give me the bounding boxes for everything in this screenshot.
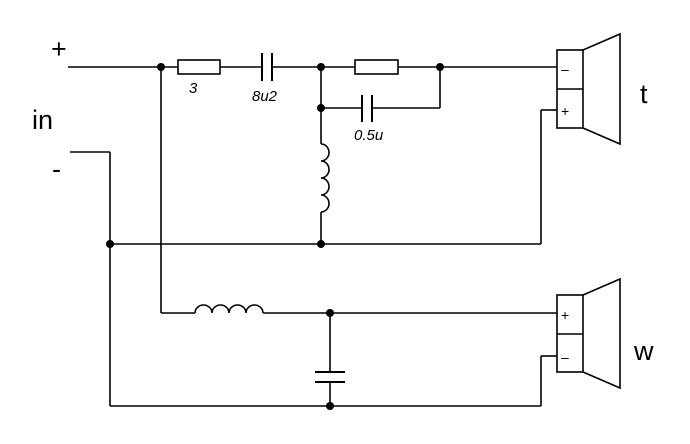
parallel-resistor xyxy=(354,59,399,75)
junction-dot xyxy=(326,309,334,317)
woofer-speaker: + – xyxy=(556,277,621,390)
wiring xyxy=(68,66,557,407)
parallel-capacitor-value: 0.5u xyxy=(354,127,384,144)
junction-dot xyxy=(317,63,325,71)
series-capacitor xyxy=(261,53,273,81)
junction-dot xyxy=(317,240,325,248)
series-resistor-value: 3 xyxy=(189,80,198,97)
tweeter-terminal-plus: + xyxy=(561,103,569,119)
input-plus-label: + xyxy=(51,34,67,64)
junction-dots xyxy=(106,63,444,410)
junction-dot xyxy=(326,402,334,410)
parallel-capacitor xyxy=(361,95,373,122)
woofer-cone xyxy=(582,277,621,390)
tweeter-cone xyxy=(582,32,621,146)
junction-dot xyxy=(436,63,444,71)
tweeter-speaker: – + xyxy=(556,32,621,146)
junction-dot xyxy=(106,240,114,248)
woofer-capacitor xyxy=(315,371,345,383)
woofer-terminal-plus: + xyxy=(561,307,569,323)
shunt-inductor xyxy=(320,143,330,213)
input-label: in xyxy=(32,105,53,135)
series-capacitor-value: 8u2 xyxy=(252,88,278,105)
tweeter-label: t xyxy=(640,79,648,109)
tweeter-terminal-minus: – xyxy=(561,61,569,77)
junction-dot xyxy=(157,63,165,71)
input-minus-label: - xyxy=(52,154,61,184)
woofer-terminal-minus: – xyxy=(561,349,569,365)
junction-dot xyxy=(317,104,325,112)
series-resistor xyxy=(177,59,221,75)
woofer-inductor xyxy=(194,304,264,314)
woofer-label: w xyxy=(633,336,654,366)
